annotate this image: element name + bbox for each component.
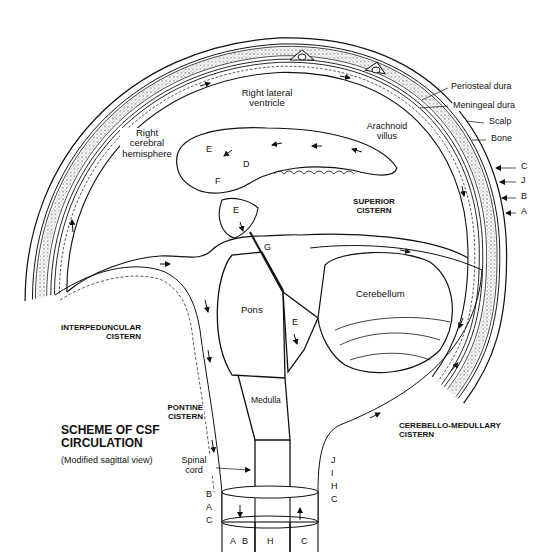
callout-letter: B (520, 192, 528, 202)
part-label: Right cerebral hemisphere (120, 128, 174, 159)
callout-letter: B (205, 490, 213, 500)
cistern-label: SUPERIOR CISTERN (340, 198, 408, 216)
diagram-title: SCHEME OF CSF CIRCULATION (60, 424, 182, 450)
ventricles (219, 198, 283, 292)
callout-letter: H (330, 482, 339, 492)
callout-letter: C (330, 495, 339, 505)
cistern-label: PONTINE CISTERN (138, 404, 204, 422)
callout-letter: F (214, 177, 222, 187)
callout-letter: I (330, 469, 335, 479)
callout-letter: H (266, 537, 275, 547)
brainstem (217, 252, 318, 552)
cistern-label: CEREBELLO-MEDULLARY CISTERN (398, 422, 510, 440)
callout-letter: E (291, 318, 299, 328)
callout-letter: J (520, 176, 527, 186)
callout-letter: C (520, 162, 529, 172)
part-label: Right lateral ventricle (236, 88, 298, 109)
part-label: Arachnoid villus (360, 122, 414, 142)
leader-lines (216, 88, 516, 470)
part-label: Cerebellum (355, 289, 406, 299)
callout-letter: G (263, 243, 272, 253)
callout-letter: J (330, 456, 337, 466)
callout-letter: B (241, 537, 249, 547)
callout-letter: A (520, 207, 528, 217)
layer-label: Bone (490, 134, 513, 144)
flow-arrows (72, 76, 464, 520)
layer-label: Scalp (488, 117, 513, 127)
part-label: Medulla (250, 396, 282, 405)
callout-letter: A (229, 537, 237, 547)
callout-letter: D (242, 160, 251, 170)
part-label: Pons (240, 305, 264, 315)
spinal-dura (222, 486, 318, 552)
head-layers (25, 38, 506, 403)
arachnoid-villi (290, 50, 387, 74)
layer-label: Periosteal dura (450, 82, 513, 92)
callout-letter: E (205, 145, 213, 155)
callout-letter: C (300, 537, 309, 547)
callout-letter: E (232, 206, 240, 216)
cistern-label: INTERPEDUNCULAR CISTERN (40, 324, 142, 342)
brain-outlines (55, 234, 482, 492)
callout-letter: A (205, 503, 213, 513)
cerebellum-shape (318, 253, 452, 373)
part-label: Spinal cord (172, 456, 216, 476)
callout-letter: C (205, 516, 214, 526)
layer-label: Meningeal dura (452, 101, 516, 111)
